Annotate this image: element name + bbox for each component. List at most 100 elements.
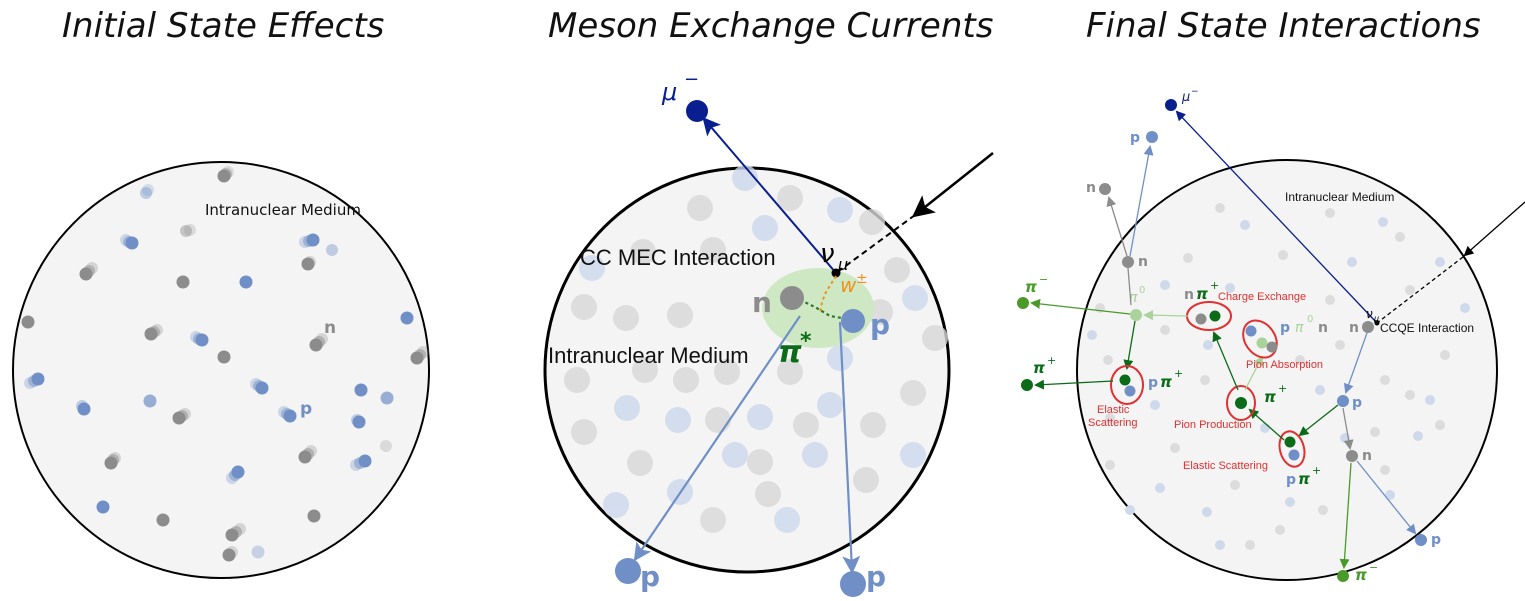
neutron-particle: [1362, 321, 1374, 333]
neutron-particle: [104, 456, 118, 470]
pion-particle: [1017, 297, 1029, 309]
proton-particle: [96, 500, 110, 514]
pion-track: [1339, 462, 1352, 569]
neutron-particle: [1195, 313, 1207, 325]
elastic-label-line-2: Scattering: [1088, 417, 1138, 429]
proton-particle: [400, 311, 414, 325]
pion-production-ring: [1226, 385, 1256, 421]
proton-particle: [195, 333, 209, 347]
neutron-absorption-label: n: [1318, 320, 1328, 336]
proton-elastic-label: p: [1148, 375, 1158, 391]
pion-track: [1123, 320, 1136, 370]
proton-top-label: p: [1130, 130, 1140, 146]
pion-zero-absorption-label: π: [1295, 320, 1304, 336]
neutrino-subscript: μ: [837, 255, 848, 274]
neutrino-label: ν: [820, 239, 835, 269]
pion-zero-absorption-sup: 0: [1307, 314, 1313, 325]
neutrino-path-inside: [835, 214, 916, 274]
neutron-particle: [222, 548, 236, 562]
outgoing-proton-2: [840, 571, 866, 597]
pion-particle: [1337, 570, 1349, 582]
muon-track: [1175, 110, 1378, 324]
proton-particle: [231, 465, 245, 479]
pion-zero-left-sup: 0: [1139, 285, 1145, 296]
neutron-particle: [298, 450, 312, 464]
pion-plus-charge-exchange-label: π: [1196, 285, 1208, 303]
pion-plus-bottom-sup: +: [1312, 464, 1321, 477]
elastic-scattering-label: Elastic Scattering: [1183, 460, 1268, 472]
neutron-particle: [1346, 450, 1358, 462]
panel-title-meson-exchange: Meson Exchange Currents: [548, 6, 994, 46]
neutron-particle: [156, 513, 170, 527]
panel-final-state: Intranuclear Medium μ − ν μ CCQE Interac…: [1017, 87, 1525, 584]
muon-charge-sup: −: [1191, 87, 1199, 97]
muon-label: μ: [1181, 90, 1190, 105]
muon-track: [702, 116, 837, 274]
charge-exchange-label: Charge Exchange: [1218, 291, 1306, 303]
pion-particle: [1130, 309, 1142, 321]
elastic-label-line-1: Elastic: [1097, 404, 1130, 416]
muon-particle: [1165, 99, 1177, 111]
pion-track: [1248, 408, 1285, 441]
proton-particle: [352, 415, 366, 429]
pion-track: [1143, 310, 1189, 321]
ccqe-interaction-label: CCQE Interaction: [1380, 321, 1474, 335]
neutron-particle: [217, 169, 231, 183]
pion-plus-elastic-label: π: [1160, 373, 1172, 391]
pion-plus-production-label: π: [1264, 388, 1276, 406]
proton-track: [1129, 145, 1154, 257]
pion-track: [1244, 355, 1263, 391]
pion-track: [1030, 298, 1131, 315]
nucleons-group: [21, 166, 429, 562]
pion-minus-left-sup: −: [1039, 273, 1048, 286]
neutron-particle: [780, 286, 804, 310]
neutron-label: n: [752, 286, 772, 319]
neutron-label-lower: n: [1362, 448, 1372, 464]
outgoing-proton-label-2: p: [866, 560, 886, 593]
proton-particle: [77, 402, 91, 416]
muon-label: μ: [661, 78, 677, 106]
pion-minus-left-label: π: [1025, 278, 1037, 296]
neutron-particle: [1099, 183, 1111, 195]
neutron-track: [1127, 267, 1132, 306]
proton-particle: [283, 409, 297, 423]
neutron-particle: [217, 350, 231, 364]
pion-zero-left-label: π: [1129, 290, 1138, 306]
proton-particle: [306, 233, 320, 247]
pion-virtual-sup: *: [800, 329, 812, 354]
neutron-particle: [21, 315, 35, 329]
incoming-neutrino-arrow: [1463, 201, 1525, 257]
neutron-particle: [1122, 256, 1134, 268]
proton-label: p: [300, 399, 312, 419]
nucleus-circle: [12, 161, 430, 579]
proton-particle: [354, 383, 368, 397]
panel-initial-state: Intranuclear Medium: [12, 161, 430, 579]
pion-production-label: Pion Production: [1174, 419, 1252, 431]
background-nucleons: [1087, 203, 1470, 550]
nucleus-circle: [1076, 159, 1498, 581]
pion-track: [1212, 331, 1239, 391]
pion-plus-left-sup: +: [1047, 354, 1056, 367]
proton-track: [1343, 332, 1368, 394]
proton-particle: [1124, 385, 1136, 397]
pion-plus-charge-exchange-sup: +: [1210, 279, 1219, 292]
neutron-label-vertex: n: [1349, 320, 1359, 336]
neutron-charge-exchange-label: n: [1184, 287, 1194, 303]
neutron-particle: [172, 411, 186, 425]
neutron-track: [1342, 407, 1354, 450]
pion-label: π: [778, 335, 802, 370]
incoming-neutrino-arrow: [911, 152, 994, 218]
intranuclear-medium-label: Intranuclear Medium: [548, 343, 749, 368]
interaction-vertex: [831, 268, 841, 278]
proton-particle: [1245, 325, 1257, 337]
panel-title-initial-state: Initial State Effects: [62, 6, 385, 46]
muon-charge-sup: −: [684, 69, 699, 90]
neutron-particle: [309, 338, 323, 352]
pion-plus-left-label: π: [1033, 359, 1045, 377]
proton-particle: [1288, 449, 1300, 461]
neutrino-subscript: μ: [1373, 314, 1379, 323]
neutron-particle: [144, 327, 158, 341]
pion-particle: [1209, 310, 1221, 322]
proton-particle: [841, 309, 865, 333]
muon-particle: [686, 100, 708, 122]
